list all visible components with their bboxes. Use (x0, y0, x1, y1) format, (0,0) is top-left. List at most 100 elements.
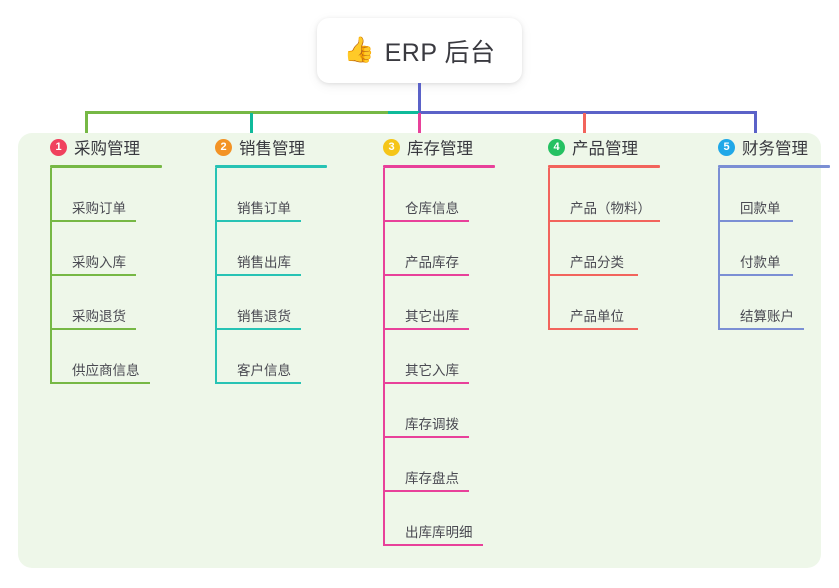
branch-item-rule (215, 382, 301, 384)
branch-index-badge-1: 1 (50, 138, 67, 156)
branch-header-4[interactable]: 4 产品管理 (548, 133, 660, 165)
branch-header-rule-1 (50, 165, 162, 168)
branch-item-rule (383, 274, 469, 276)
branch-children-5: 回款单付款单结算账户 (718, 168, 830, 330)
branch-item[interactable]: 采购退货 (50, 276, 162, 330)
branch-title-1: 采购管理 (74, 140, 140, 158)
connector-drop-2 (250, 113, 253, 146)
branch-item-rule (215, 274, 301, 276)
branch-title-3: 库存管理 (407, 140, 473, 158)
branch-header-5[interactable]: 5 财务管理 (718, 133, 830, 165)
branch-index-badge-5: 5 (718, 138, 735, 156)
branch-item-label: 销售退货 (237, 309, 291, 324)
branch-item-label: 库存调拨 (405, 417, 459, 432)
branch-item[interactable]: 结算账户 (718, 276, 830, 330)
branch-item-label: 产品（物料） (570, 201, 651, 216)
branch-item-rule (548, 274, 638, 276)
branch-index-badge-4: 4 (548, 138, 565, 156)
branch-spine-1 (50, 168, 52, 384)
branch-item-label: 产品单位 (570, 309, 624, 324)
branch-item-rule (215, 220, 301, 222)
branch-title-5: 财务管理 (742, 140, 808, 158)
branch-column-3: 3 库存管理 仓库信息产品库存其它出库其它入库库存调拨库存盘点出库库明细 (383, 133, 495, 546)
branch-header-rule-5 (718, 165, 830, 168)
branch-spine-3 (383, 168, 385, 546)
branch-item[interactable]: 出库库明细 (383, 492, 495, 546)
thumbs-up-icon: 👍 (343, 36, 375, 64)
branch-item[interactable]: 付款单 (718, 222, 830, 276)
branch-item-rule (718, 274, 793, 276)
branch-item-rule (548, 220, 660, 222)
connector-drop-1 (85, 113, 88, 146)
branch-item[interactable]: 库存盘点 (383, 438, 495, 492)
branch-item[interactable]: 其它出库 (383, 276, 495, 330)
branch-title-4: 产品管理 (572, 140, 638, 158)
branch-item-rule (50, 382, 150, 384)
branch-item-label: 供应商信息 (72, 363, 140, 378)
branch-item-label: 其它出库 (405, 309, 459, 324)
branch-item-rule (215, 328, 301, 330)
root-node-card[interactable]: 👍 ERP 后台 (317, 18, 522, 83)
branch-item[interactable]: 销售订单 (215, 168, 327, 222)
branch-header-2[interactable]: 2 销售管理 (215, 133, 327, 165)
branch-spine-4 (548, 168, 550, 330)
branch-header-3[interactable]: 3 库存管理 (383, 133, 495, 165)
branch-item-label: 销售订单 (237, 201, 291, 216)
branch-item[interactable]: 采购订单 (50, 168, 162, 222)
connector-drop-5 (754, 113, 757, 146)
branch-header-rule-4 (548, 165, 660, 168)
branch-item-rule (718, 328, 804, 330)
branch-column-1: 1 采购管理 采购订单采购入库采购退货供应商信息 (50, 133, 162, 384)
branch-item-rule (383, 382, 469, 384)
branches-panel: 1 采购管理 采购订单采购入库采购退货供应商信息 2 销售管理 销售订单销售出库… (18, 133, 830, 568)
branch-header-rule-3 (383, 165, 495, 168)
branch-header-1[interactable]: 1 采购管理 (50, 133, 162, 165)
branch-item-label: 产品分类 (570, 255, 624, 270)
branch-item[interactable]: 其它入库 (383, 330, 495, 384)
branch-item[interactable]: 回款单 (718, 168, 830, 222)
connector-stem-vertical (418, 83, 421, 113)
branch-item-label: 采购退货 (72, 309, 126, 324)
branch-column-5: 5 财务管理 回款单付款单结算账户 (718, 133, 830, 330)
branch-item[interactable]: 产品库存 (383, 222, 495, 276)
branch-item[interactable]: 产品（物料） (548, 168, 660, 222)
branch-children-3: 仓库信息产品库存其它出库其它入库库存调拨库存盘点出库库明细 (383, 168, 495, 546)
branch-spine-2 (215, 168, 217, 384)
branch-header-rule-2 (215, 165, 327, 168)
branch-item[interactable]: 仓库信息 (383, 168, 495, 222)
branch-column-4: 4 产品管理 产品（物料） 产品分类产品单位 (548, 133, 660, 330)
branch-index-badge-3: 3 (383, 138, 400, 156)
branch-item-rule (50, 220, 136, 222)
branch-item-rule (383, 328, 469, 330)
branch-item-rule (383, 490, 469, 492)
branch-item-rule (50, 274, 136, 276)
branch-item-rule (383, 220, 469, 222)
branch-item[interactable]: 销售出库 (215, 222, 327, 276)
branch-item[interactable]: 产品单位 (548, 276, 660, 330)
branch-children-1: 采购订单采购入库采购退货供应商信息 (50, 168, 162, 384)
branch-item-label: 销售出库 (237, 255, 291, 270)
connector-bar-teal (388, 111, 420, 114)
branch-item-label: 采购入库 (72, 255, 126, 270)
branch-item[interactable]: 销售退货 (215, 276, 327, 330)
branch-item-rule (50, 328, 136, 330)
branch-item[interactable]: 供应商信息 (50, 330, 162, 384)
branch-item-label: 库存盘点 (405, 471, 459, 486)
branch-spine-5 (718, 168, 720, 330)
branch-item[interactable]: 客户信息 (215, 330, 327, 384)
branch-item[interactable]: 产品分类 (548, 222, 660, 276)
branch-children-2: 销售订单销售出库销售退货客户信息 (215, 168, 327, 384)
branch-item-label: 仓库信息 (405, 201, 459, 216)
connector-drop-3 (418, 113, 421, 146)
branch-item-rule (548, 328, 638, 330)
branch-title-2: 销售管理 (239, 140, 305, 158)
branch-item-label: 回款单 (740, 201, 781, 216)
branch-item[interactable]: 采购入库 (50, 222, 162, 276)
branch-index-badge-2: 2 (215, 138, 232, 156)
branch-item-rule (383, 544, 483, 546)
branch-column-2: 2 销售管理 销售订单销售出库销售退货客户信息 (215, 133, 327, 384)
branch-item-label: 产品库存 (405, 255, 459, 270)
branch-item[interactable]: 库存调拨 (383, 384, 495, 438)
branch-item-label: 付款单 (740, 255, 781, 270)
